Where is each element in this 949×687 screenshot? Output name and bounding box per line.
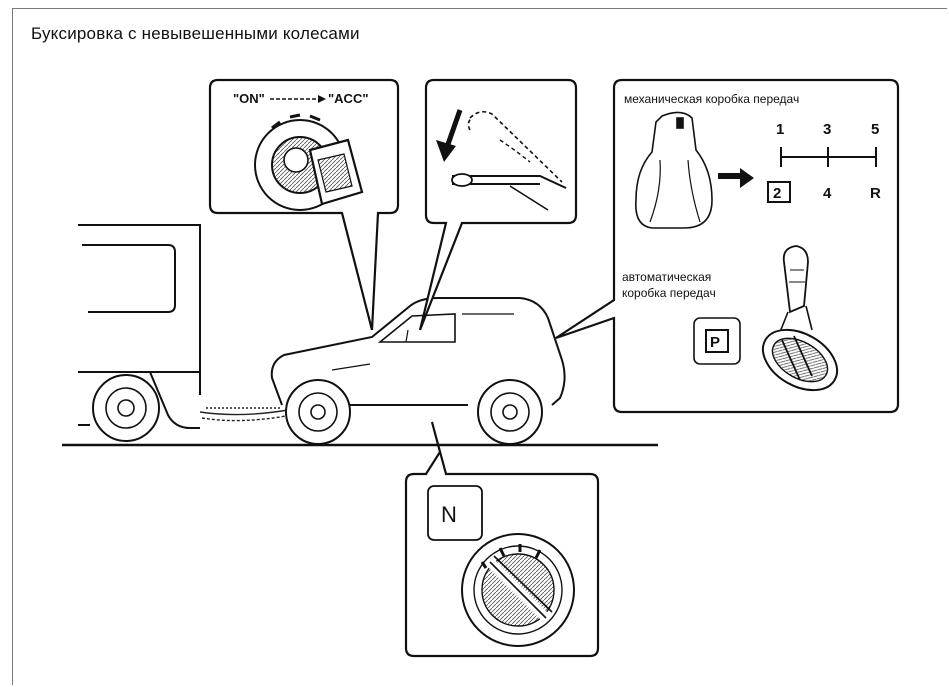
transfer-switch-icon (461, 533, 575, 647)
ignition-on-label: "ON" (233, 91, 265, 106)
gear-5: 5 (871, 121, 879, 138)
automatic-transmission-label-1: автоматическая (622, 270, 711, 284)
automatic-position: P (710, 334, 720, 351)
down-arrow-icon (436, 109, 463, 162)
ignition-acc-label: "ACC" (328, 91, 369, 106)
shift-arrow-icon (718, 168, 754, 188)
ignition-switch-icon (254, 113, 364, 211)
ignition-callout: "ON" "ACC" (208, 78, 400, 331)
shift-pattern (767, 147, 877, 203)
manual-transmission-label: механическая коробка передач (624, 92, 799, 106)
transfer-position: N (441, 502, 457, 527)
hand-brake-lever-icon (451, 110, 567, 211)
figure-title: Буксировка с невывешенными колесами (31, 24, 360, 43)
tow-truck (78, 224, 201, 442)
automatic-selector-icon (762, 245, 838, 392)
tow-chain (199, 407, 289, 422)
transfer-n-box (427, 485, 483, 541)
gear-3: 3 (823, 121, 831, 138)
figure-frame (12, 8, 947, 685)
gear-2: 2 (773, 185, 781, 202)
manual-shift-boot-icon (635, 111, 713, 229)
gear-1: 1 (776, 121, 784, 138)
parking-brake-callout (418, 78, 578, 331)
transmission-callout: механическая коробка передач 1 3 5 2 4 R… (555, 78, 900, 414)
gear-4: 4 (823, 185, 832, 202)
gear-r: R (870, 185, 881, 202)
transfer-callout: N (404, 421, 600, 658)
automatic-transmission-label-2: коробка передач (622, 286, 716, 300)
towed-vehicle (270, 297, 566, 445)
